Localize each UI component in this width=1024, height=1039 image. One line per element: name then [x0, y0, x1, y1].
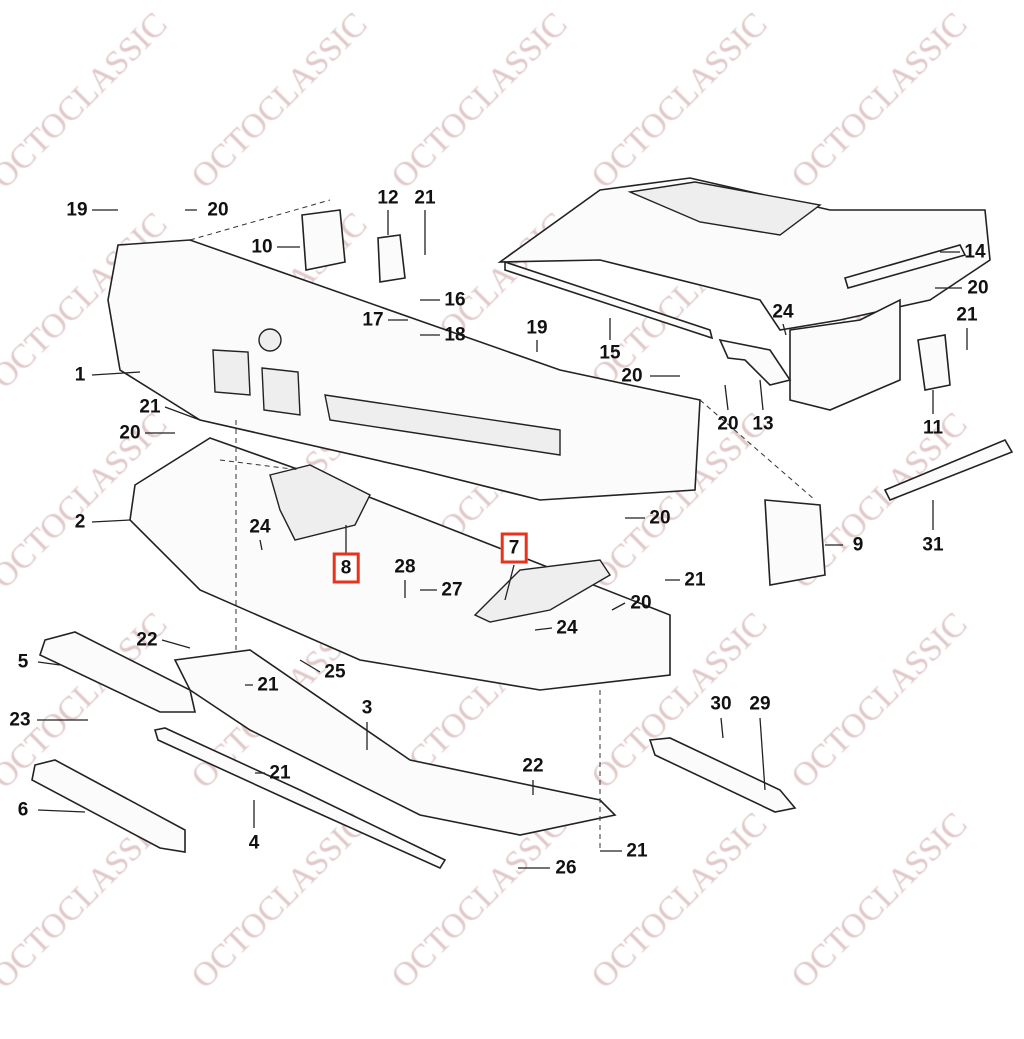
part-label-23: 23	[9, 709, 31, 731]
hood-panel	[627, 181, 822, 236]
part-label-21: 21	[269, 762, 291, 784]
grille-right	[261, 367, 301, 416]
part-label-19: 19	[526, 317, 548, 339]
part-label-14: 14	[964, 241, 986, 263]
trim-5	[39, 631, 197, 713]
bracket-11	[917, 334, 951, 391]
part-label-29: 29	[749, 693, 771, 715]
part-label-20: 20	[207, 199, 229, 221]
part-label-13: 13	[752, 413, 774, 435]
part-label-18: 18	[444, 324, 466, 346]
bumper-support-2	[129, 437, 671, 691]
part-label-22: 22	[522, 755, 544, 777]
bracket-10	[301, 209, 346, 271]
part-label-21: 21	[139, 396, 161, 418]
part-label-21: 21	[257, 674, 279, 696]
part-label-20: 20	[717, 413, 739, 435]
part-label-24: 24	[249, 516, 271, 538]
bracket-12	[377, 234, 406, 283]
part-label-21: 21	[414, 187, 436, 209]
part-label-19: 19	[66, 199, 88, 221]
trim-6	[31, 759, 186, 853]
hood-outline	[497, 177, 991, 331]
grille-left	[212, 349, 251, 396]
emblem	[258, 328, 282, 352]
part-label-22: 22	[136, 629, 158, 651]
part-label-12: 12	[377, 187, 399, 209]
part-label-31: 31	[922, 534, 944, 556]
bracket-29	[648, 737, 797, 813]
part-label-26: 26	[555, 857, 577, 879]
trim-14	[844, 244, 967, 289]
part-label-24: 24	[556, 617, 578, 639]
part-label-16: 16	[444, 289, 466, 311]
leader-lines	[37, 199, 968, 869]
part-label-21: 21	[684, 569, 706, 591]
part-label-5: 5	[17, 651, 29, 673]
part-label-2: 2	[74, 511, 86, 533]
part-label-20: 20	[119, 422, 141, 444]
part-label-21: 21	[956, 304, 978, 326]
spoiler-3	[173, 649, 617, 836]
part-label-17: 17	[362, 309, 384, 331]
highlighted-part-label-8: 8	[332, 552, 360, 584]
part-label-20: 20	[967, 277, 989, 299]
part-label-24: 24	[772, 301, 794, 323]
part-label-27: 27	[441, 579, 463, 601]
part-label-11: 11	[922, 417, 944, 439]
part-label-25: 25	[324, 661, 346, 683]
highlighted-part-label-7: 7	[500, 532, 528, 564]
seal-strip-15	[504, 260, 714, 340]
part-label-20: 20	[621, 365, 643, 387]
part-label-21: 21	[626, 840, 648, 862]
part-label-20: 20	[630, 592, 652, 614]
bumper-intake	[324, 394, 561, 456]
bracket-7	[473, 559, 611, 623]
fender	[789, 298, 901, 411]
strip-4	[153, 727, 447, 870]
part-label-10: 10	[251, 236, 273, 258]
bracket-13	[718, 338, 792, 386]
part-label-20: 20	[649, 507, 671, 529]
part-label-15: 15	[599, 342, 621, 364]
part-label-3: 3	[361, 697, 373, 719]
part-label-6: 6	[17, 799, 29, 821]
part-label-28: 28	[394, 556, 416, 578]
bracket-9	[764, 499, 826, 586]
rail-31	[883, 438, 1014, 502]
part-label-30: 30	[710, 693, 732, 715]
bracket-8	[269, 464, 371, 541]
part-label-9: 9	[852, 534, 864, 556]
part-label-4: 4	[248, 832, 260, 854]
part-label-1: 1	[74, 364, 86, 386]
